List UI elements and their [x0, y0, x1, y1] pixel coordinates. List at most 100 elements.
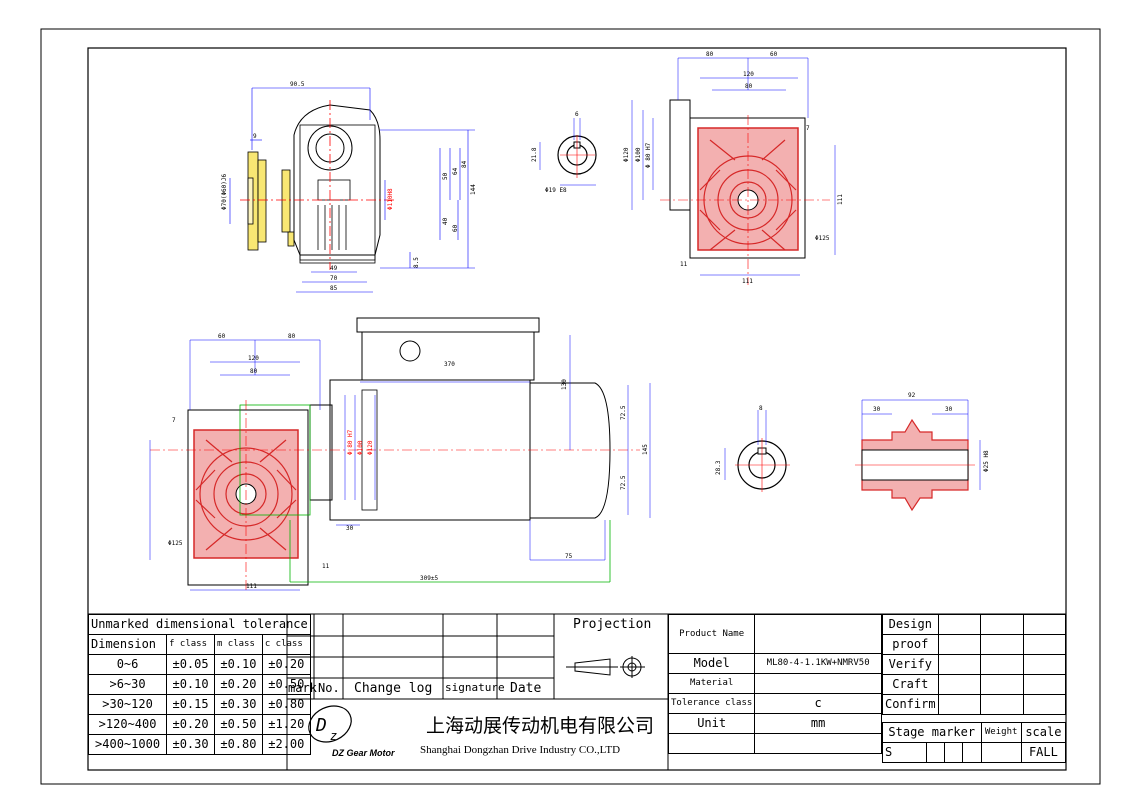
cell: ±0.20 [213, 674, 263, 695]
cell: >400~1000 [87, 734, 168, 755]
company-name-cn: 上海动展传动机电有限公司 [426, 715, 655, 737]
change-log-no: No. [318, 681, 340, 695]
stage-value: S [881, 742, 928, 763]
tolerance-class-value: c [754, 693, 882, 714]
dim-label: 60 [452, 224, 459, 232]
dim-label: 28.3 [715, 460, 722, 475]
projection-symbol [566, 656, 645, 678]
dim-label: 370 [444, 361, 455, 368]
key-top-view: 6 21.8 Φ19 E8 [531, 111, 597, 194]
cell: ±0.05 [166, 654, 215, 675]
cell: >30~120 [87, 694, 168, 715]
dim-label: 50 [442, 172, 449, 180]
dim-label: 111 [837, 194, 844, 205]
cell: ±1.20 [261, 714, 311, 735]
svg-text:D: D [315, 715, 327, 736]
material-label: Material [667, 673, 756, 694]
dim-label: 92 [908, 392, 916, 399]
stage-marker-label: Stage marker [882, 722, 982, 743]
dim-label: 9 [253, 133, 257, 140]
logo-text: DZ Gear Motor [332, 748, 395, 758]
dim-label: 85 [330, 285, 338, 292]
header-c-class: c class [261, 634, 311, 655]
cell: 0~6 [87, 654, 168, 675]
table-row: 0~6 ±0.05 ±0.10 ±0.20 [87, 654, 311, 675]
dim-label: 84 [461, 160, 468, 168]
table-row: >6~30 ±0.10 ±0.20 ±0.50 [87, 674, 311, 695]
dim-label: 7 [172, 417, 176, 424]
dim-label: 30 [873, 406, 881, 413]
dim-label: 111 [742, 278, 753, 285]
dim-label: 130 [561, 379, 568, 390]
dim-label: Φ 80 H7 [645, 142, 652, 168]
signoff-table: Design proof Verify Craft Confirm [882, 614, 1067, 715]
cell: ±2.00 [261, 734, 311, 755]
dim-label: 30 [945, 406, 953, 413]
change-log-date: Date [510, 681, 542, 696]
company-name-en: Shanghai Dongzhan Drive Industry CO.,LTD [420, 744, 621, 756]
projection-label: Projection [573, 617, 652, 632]
dim-label: 72.5 [620, 405, 627, 420]
cell: ±0.10 [166, 674, 215, 695]
tolerance-class-label: Tolerance class [667, 693, 756, 714]
dim-label: 8 [759, 405, 763, 412]
dim-label: 145 [642, 444, 649, 455]
model-label: Model [667, 653, 756, 674]
dim-label: 80 [745, 83, 753, 90]
dim-label: Φ25 H8 [983, 450, 990, 472]
dim-label: 11 [322, 563, 330, 570]
table-row: >400~1000 ±0.30 ±0.80 ±2.00 [87, 734, 311, 755]
hollow-shaft-view: 92 30 30 Φ25 H8 [855, 392, 990, 512]
stage-table: Stage marker Weight scale S FALL [881, 722, 1067, 763]
cell: ±0.80 [261, 694, 311, 715]
dim-label: 60 [218, 333, 226, 340]
design-label: Design [882, 614, 939, 635]
inner-frame [87, 47, 1067, 771]
table-row: >120~400 ±0.20 ±0.50 ±1.20 [87, 714, 311, 735]
proof-label: proof [882, 634, 939, 655]
svg-text:z: z [330, 729, 337, 743]
key-bottom-view: 8 28.3 [715, 405, 790, 492]
header-f-class: f class [166, 634, 215, 655]
dim-label: 7 [806, 125, 810, 132]
dim-label: 60 [770, 51, 778, 58]
dim-label: Φ120 [623, 147, 630, 162]
tolerance-title: Unmarked dimensional tolerance [88, 614, 311, 635]
dim-label: 309±5 [420, 575, 438, 582]
model-value: ML80-4-1.1KW+NMRV50 [754, 653, 882, 674]
dim-label: 21.8 [531, 147, 538, 162]
assembly-view: 60 80 120 80 7 Φ125 111 11 30 370 130 Φ … [149, 317, 651, 591]
dim-label: 64 [452, 167, 459, 175]
dim-label: 11 [680, 261, 688, 268]
change-log-title: Change log [354, 681, 433, 696]
front-view: 80 60 120 80 7 Φ120 Φ100 Φ 80 H7 111 Φ12… [623, 51, 844, 285]
dim-label: Φ100 [635, 147, 642, 162]
dim-label: 8.5 [413, 257, 420, 268]
dim-label: 80 [250, 368, 258, 375]
confirm-label: Confirm [882, 694, 939, 715]
dim-label: 70 [330, 275, 338, 282]
dim-label: 80 [706, 51, 714, 58]
cell: ±0.15 [166, 694, 215, 715]
dim-label: 80 [288, 333, 296, 340]
dim-label: 90.5 [290, 81, 305, 88]
cell: ±0.50 [261, 674, 311, 695]
cell: ±0.10 [213, 654, 263, 675]
product-name-label: Product Name [667, 614, 756, 654]
header-dimension: Dimension [87, 634, 168, 655]
table-row: >30~120 ±0.15 ±0.30 ±0.80 [87, 694, 311, 715]
scale-label: scale [1020, 722, 1067, 743]
dim-label: 72.5 [620, 475, 627, 490]
verify-label: Verify [882, 654, 939, 675]
cell: ±0.50 [213, 714, 263, 735]
dim-label: 49 [330, 265, 338, 272]
side-view: 90.5 9 Φ70(Φ60)J6 50 64 84 144 40 60 8.5… [221, 81, 477, 293]
dim-label: Φ110H8 [387, 188, 394, 210]
craft-label: Craft [882, 674, 939, 695]
dim-label: 30 [346, 525, 354, 532]
dim-label: Φ 80 H7 [347, 429, 354, 455]
dim-label: 120 [248, 355, 259, 362]
